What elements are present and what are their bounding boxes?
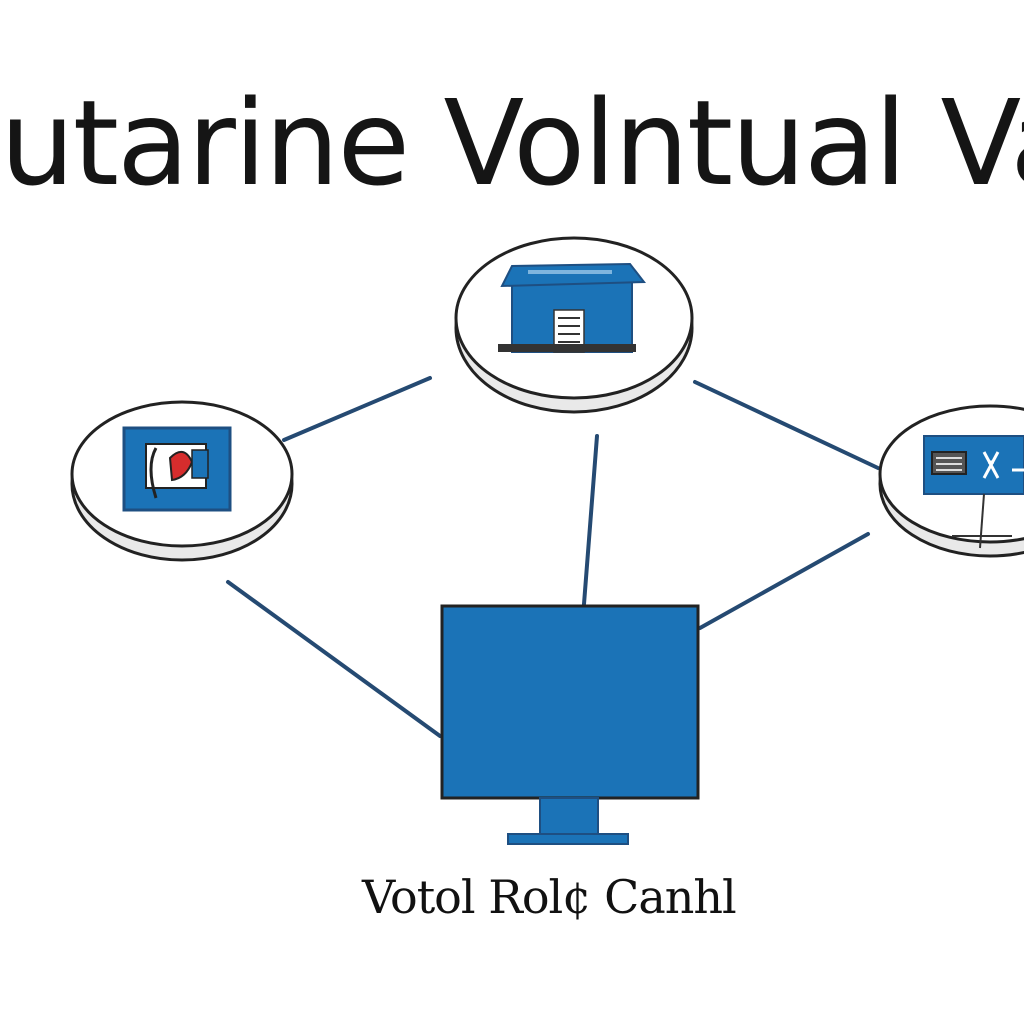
connector-left-center xyxy=(226,580,442,738)
connector-lines xyxy=(226,376,880,738)
connector-top-center xyxy=(582,434,599,606)
connector-left-top xyxy=(282,376,432,442)
diagram-caption: Votol Rol¢ Canhl xyxy=(362,870,737,924)
security-card-icon xyxy=(122,426,232,512)
diagram-title: utarine Volntual Valet xyxy=(0,78,1024,208)
node-right xyxy=(878,404,1024,558)
cabinet-server-icon xyxy=(498,262,647,353)
node-top xyxy=(454,236,694,414)
connector-right-center xyxy=(698,532,870,630)
monitor-icon xyxy=(440,604,700,845)
node-left xyxy=(70,400,294,562)
node-center xyxy=(440,604,700,845)
connector-top-right xyxy=(693,380,880,470)
network-device-icon xyxy=(923,435,1024,549)
